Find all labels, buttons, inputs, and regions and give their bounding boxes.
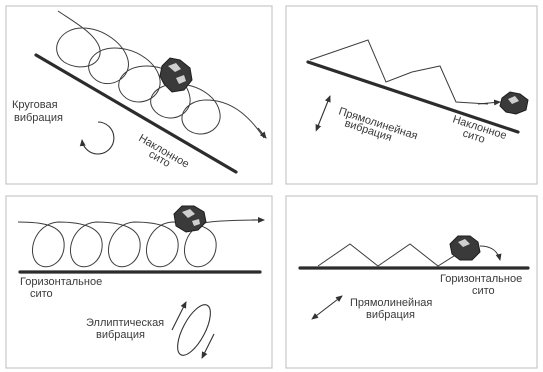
vibration-label-line1: Эллиптическая (86, 317, 164, 329)
sieve-label-line2: сито (472, 285, 495, 297)
panel-linear-inclined: Прямолинейная вибрация Наклонное сито (286, 6, 537, 184)
sieve-label-line1: Горизонтальное (440, 273, 522, 285)
panel-elliptical-horizontal: Горизонтальное сито Эллиптическая вибрац… (6, 196, 272, 368)
sieve-label-line2: сито (30, 288, 53, 300)
vibration-label-line2: вибрация (14, 112, 63, 124)
sieve-label-line1: Горизонтальное (20, 276, 102, 288)
vibration-label-line2: вибрация (366, 309, 415, 321)
vibration-label-line2: вибрация (96, 329, 145, 341)
panel-linear-horizontal: Горизонтальное сито Прямолинейная вибрац… (286, 196, 537, 368)
vibration-label-line1: Круговая (12, 99, 58, 111)
panel-circular-inclined: Круговая вибрация Наклонное сито (6, 6, 272, 184)
panel-frame (6, 6, 272, 184)
vibration-label-line1: Прямолинейная (350, 297, 432, 309)
